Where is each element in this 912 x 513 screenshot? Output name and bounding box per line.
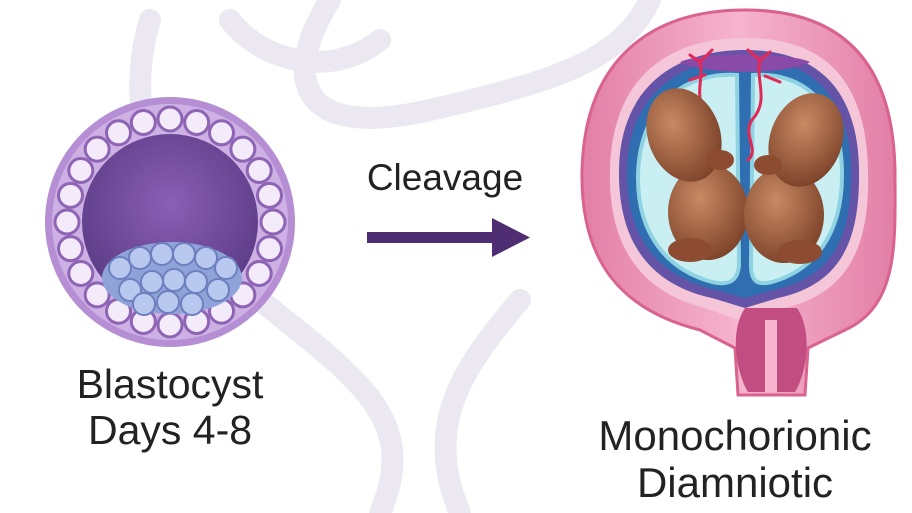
arrow-head-icon	[492, 218, 530, 257]
trophoblast-cell	[57, 181, 85, 209]
uterus-illustration	[580, 8, 897, 397]
trophoblast-cell	[67, 260, 95, 287]
amnionicity-label: Diamniotic	[636, 459, 834, 507]
trophoblast-cell	[259, 208, 287, 236]
inner-cell-mass-cells	[108, 242, 238, 316]
inner-cell	[118, 278, 142, 302]
trophoblast-cell	[156, 311, 184, 339]
inner-cell	[108, 256, 132, 280]
trophoblast-cell	[245, 157, 273, 184]
cleavage-label: Cleavage	[366, 157, 524, 198]
inner-cell	[214, 256, 238, 280]
inner-cell	[194, 246, 218, 270]
inner-cell	[162, 268, 186, 292]
inner-cell	[140, 270, 164, 294]
blastocyst-illustration	[45, 97, 295, 347]
inner-cell	[150, 242, 174, 266]
blastocyst-label: Blastocyst Days 4-8	[20, 361, 320, 454]
trophoblast-cell	[57, 235, 85, 263]
trophoblast-cell	[208, 119, 235, 147]
cleavage-arrow	[367, 218, 530, 257]
trophoblast-cell	[156, 105, 184, 133]
inner-cell	[180, 292, 204, 316]
trophoblast-cell	[229, 135, 257, 163]
inner-cell	[206, 278, 230, 302]
trophoblast-cell	[53, 208, 81, 236]
twin-type-label: Monochorionic Diamniotic	[555, 412, 912, 506]
trophoblast-cell	[83, 135, 111, 163]
inner-cell	[172, 242, 196, 266]
trophoblast-cell	[183, 109, 211, 137]
trophoblast-cell	[255, 235, 283, 263]
blastocyst-days: Days 4-8	[87, 406, 253, 453]
fetus-right	[744, 93, 844, 264]
trophoblast-cell	[67, 157, 95, 184]
blastocyst-title: Blastocyst	[76, 361, 264, 407]
trophoblast-cell	[255, 181, 283, 209]
inner-cell	[128, 246, 152, 270]
fetus-left	[646, 88, 748, 262]
inner-cell	[184, 270, 208, 294]
inner-cell	[156, 290, 180, 314]
trophoblast-cell	[83, 281, 111, 309]
trophoblast-cell	[105, 119, 132, 147]
chorionicity-label: Monochorionic	[598, 412, 872, 459]
placenta	[680, 54, 810, 72]
inner-cell	[132, 292, 156, 316]
trophoblast-cell	[129, 109, 157, 137]
trophoblast-cell	[245, 260, 273, 287]
